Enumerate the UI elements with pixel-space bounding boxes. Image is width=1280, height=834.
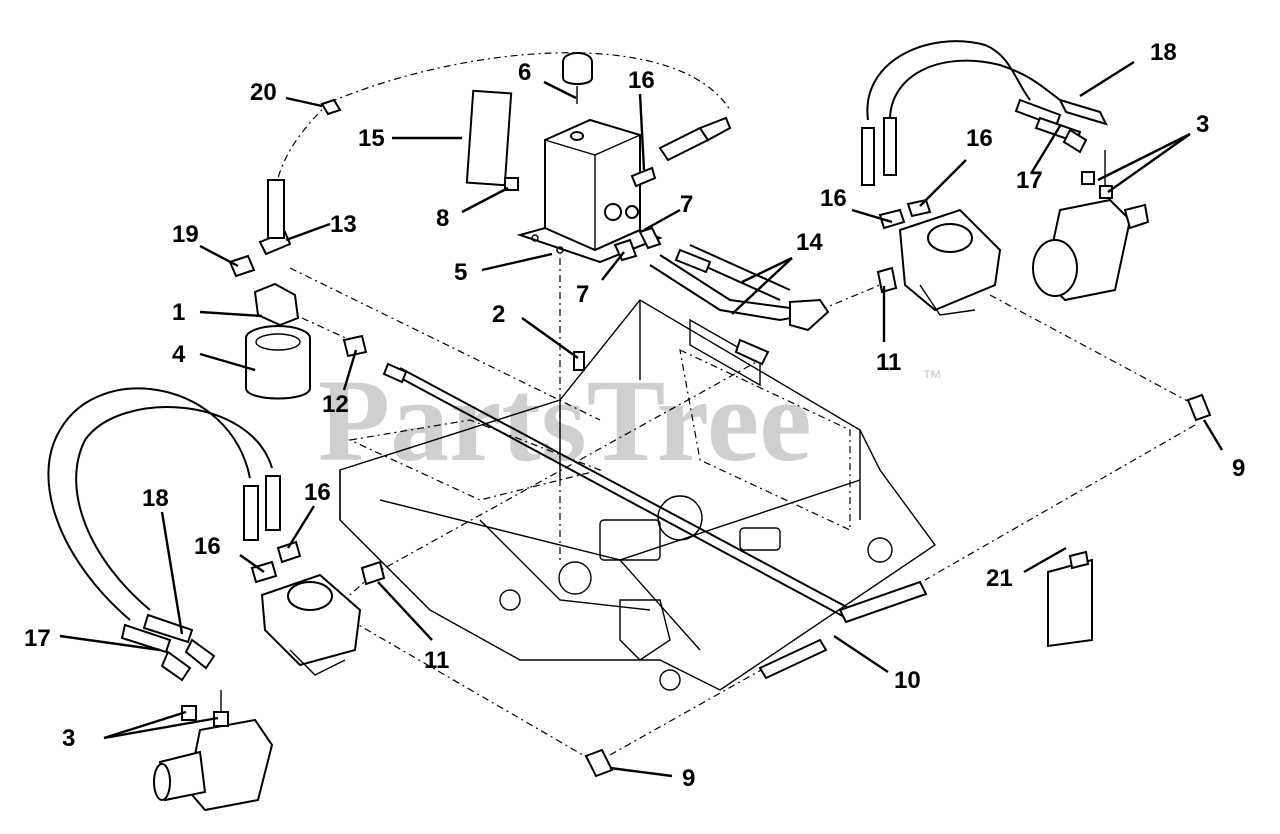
callout-9-bottom: 9 — [682, 765, 695, 792]
hydraulic-filter — [245, 338, 311, 400]
callout-3-left: 3 — [62, 725, 75, 752]
callout-17-left: 17 — [24, 625, 51, 652]
decal-part — [465, 89, 513, 187]
callout-6: 6 — [518, 59, 531, 86]
leader-lines — [59, 60, 1224, 778]
reservoir-bracket — [516, 226, 663, 264]
elbow-9-right — [1186, 393, 1212, 422]
right-pump — [876, 198, 1002, 316]
frame — [339, 299, 936, 691]
callout-15: 15 — [358, 125, 385, 152]
callout-16-pump-left-b: 16 — [304, 479, 331, 506]
callout-5: 5 — [454, 259, 467, 286]
fittings — [573, 351, 1212, 778]
right-upper-hoses — [861, 40, 1108, 186]
callout-12: 12 — [322, 391, 349, 418]
callout-21: 21 — [986, 565, 1013, 592]
callout-2: 2 — [492, 301, 505, 328]
oil-bottle — [1047, 558, 1093, 648]
callout-16-reservoir: 16 — [628, 67, 655, 94]
screw-2 — [573, 351, 585, 371]
callout-1: 1 — [172, 299, 185, 326]
callout-7-upper: 7 — [680, 191, 693, 218]
reservoir-assembly — [465, 52, 732, 264]
hoses — [382, 226, 928, 680]
right-wheel-motor — [1032, 150, 1150, 302]
callout-20: 20 — [250, 79, 277, 106]
filter-head — [253, 282, 300, 327]
callout-13: 13 — [330, 211, 357, 238]
callouts: 1 2 3 3 4 5 6 7 7 8 9 9 10 11 11 12 13 1… — [24, 39, 1245, 792]
callout-3-right: 3 — [1196, 111, 1209, 138]
callout-8: 8 — [436, 205, 449, 232]
left-lower-hoses — [47, 387, 281, 682]
callout-11-right: 11 — [876, 349, 901, 376]
callout-7-lower: 7 — [576, 281, 589, 308]
left-pump — [250, 540, 386, 676]
callout-18-right: 18 — [1150, 39, 1177, 66]
callout-16-pump-right-a: 16 — [966, 125, 993, 152]
callout-11-left: 11 — [424, 647, 449, 674]
callout-10: 10 — [894, 667, 921, 694]
reservoir-cap — [562, 52, 593, 85]
callout-4: 4 — [172, 341, 186, 368]
filter-assembly — [228, 98, 368, 400]
callout-17-right: 17 — [1016, 167, 1043, 194]
washer-20 — [320, 98, 342, 116]
elbow-9-bottom — [584, 748, 614, 778]
callout-16-pump-right-b: 16 — [820, 185, 847, 212]
reservoir-tank — [544, 118, 641, 252]
callout-14: 14 — [796, 229, 823, 256]
trademark-symbol: ™ — [922, 367, 942, 389]
callout-18-left: 18 — [142, 485, 169, 512]
left-wheel-motor — [153, 690, 274, 812]
callout-9-right: 9 — [1232, 455, 1245, 482]
callout-16-pump-left-a: 16 — [194, 533, 221, 560]
callout-19: 19 — [172, 221, 199, 248]
screw-8 — [504, 177, 519, 191]
